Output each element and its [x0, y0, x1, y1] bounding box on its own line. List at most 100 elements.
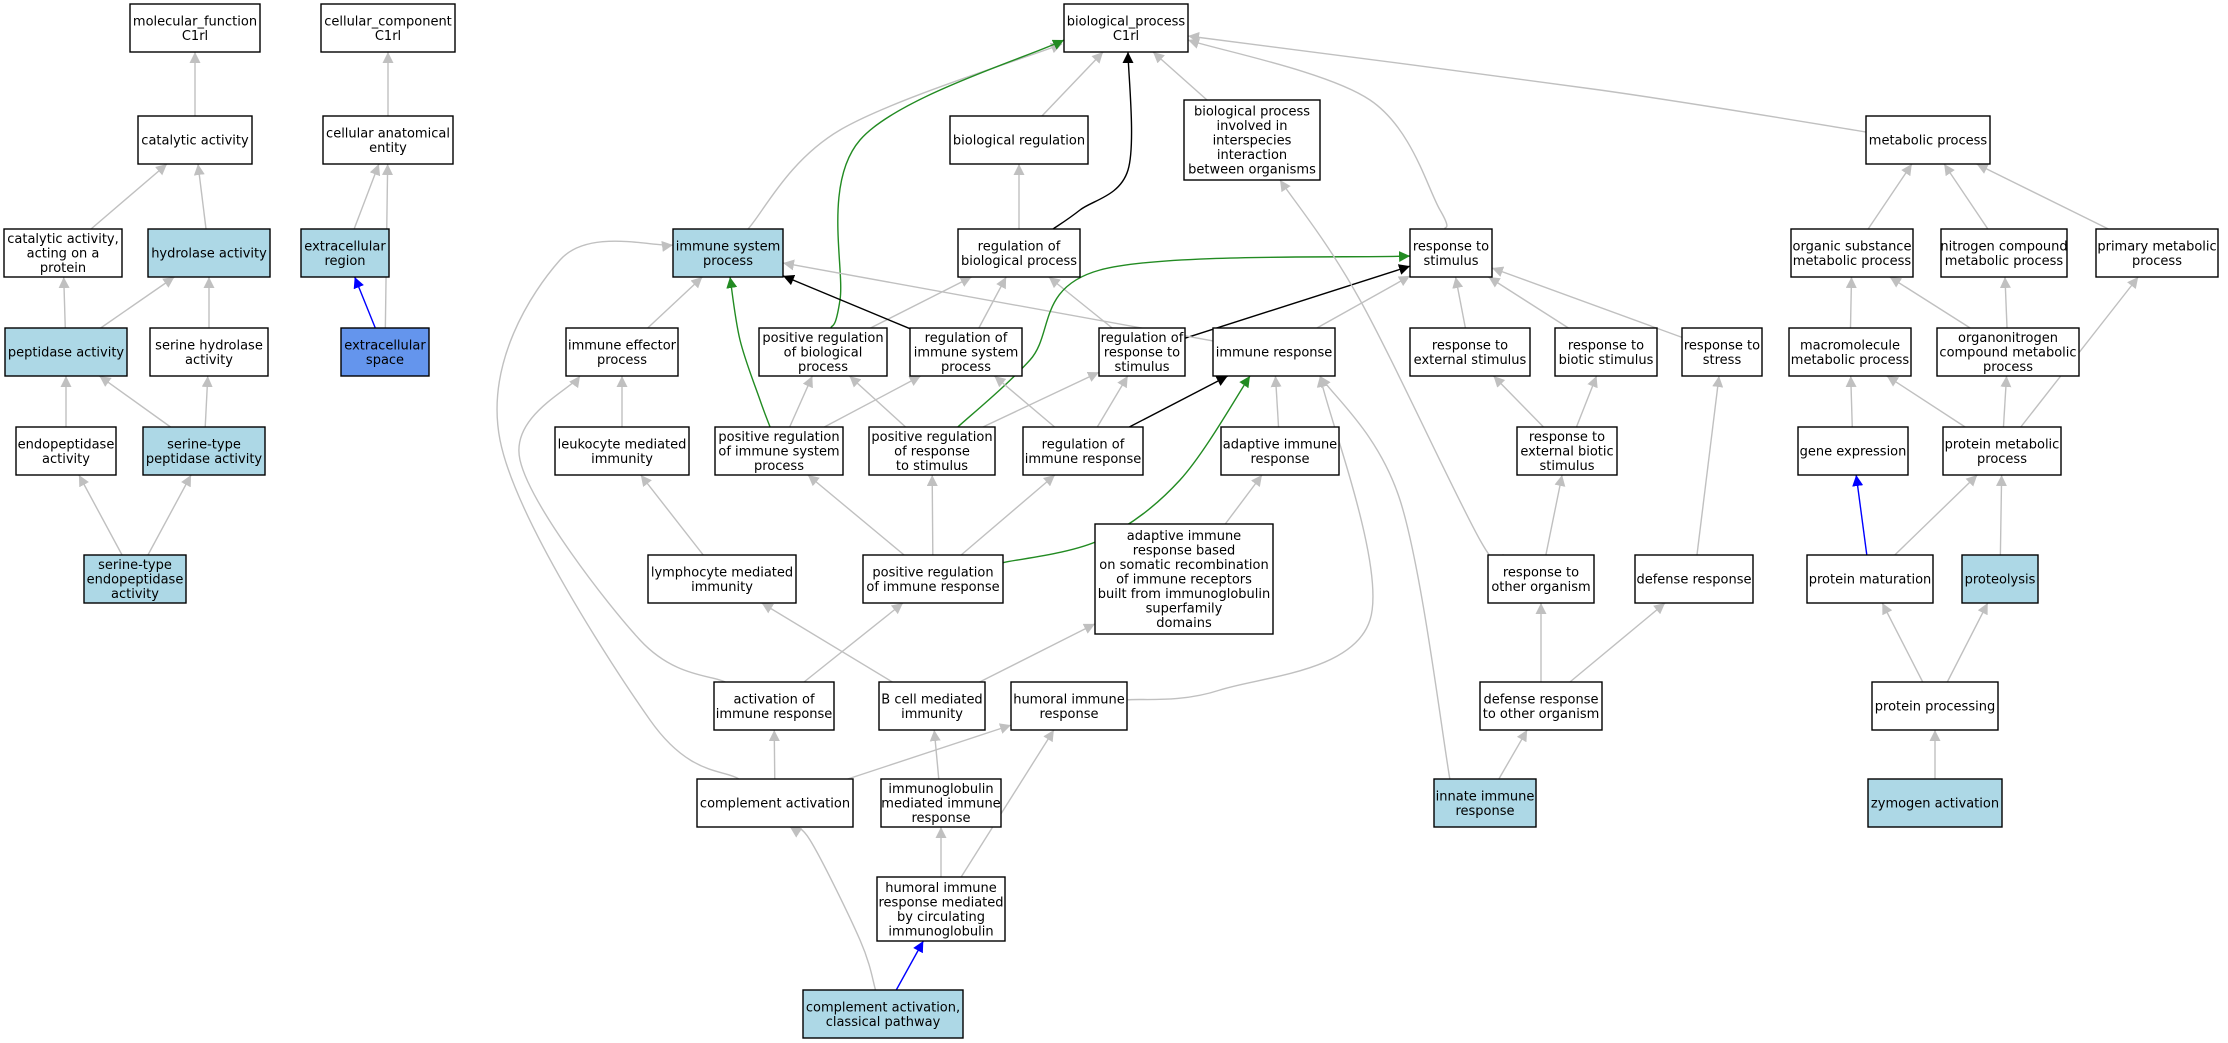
node-peptidase-activity[interactable]: peptidase activity [4, 327, 128, 377]
node-label-line: innate immune [1436, 789, 1535, 804]
edge-organic-substance-metabolic-process-to-metabolic-process [1867, 163, 1913, 230]
node-defense-response[interactable]: defense response [1634, 554, 1754, 604]
node-proteolysis[interactable]: proteolysis [1961, 554, 2039, 604]
node-immune-response[interactable]: immune response [1212, 327, 1336, 377]
node-box [1681, 327, 1763, 377]
node-box [2095, 228, 2219, 278]
edge-protein-metabolic-process-to-organonitrogen-compound-metabolic-process [2000, 375, 2012, 428]
node-label-line: process [798, 360, 848, 375]
node-label-line: response to [1413, 239, 1489, 254]
node-protein-processing[interactable]: protein processing [1871, 681, 1999, 731]
node-label-line: to other organism [1483, 707, 1600, 722]
node-biological-regulation[interactable]: biological regulation [949, 115, 1089, 165]
node-box [1797, 426, 1909, 476]
node-label-line: immunity [901, 707, 963, 722]
node-box [1212, 327, 1336, 377]
edge-organonitrogen-compound-metabolic-process-to-organic-substance-metabolic-process [1889, 276, 1971, 329]
node-label-line: process [597, 353, 647, 368]
node-box [1063, 3, 1189, 53]
node-label-line: on somatic recombination [1099, 558, 1268, 573]
node-complement-activation[interactable]: complement activation [696, 778, 854, 828]
node-label-line: domains [1156, 616, 1212, 631]
node-box [1806, 554, 1934, 604]
node-label-line: serine hydrolase [155, 338, 263, 353]
node-hydrolase-activity[interactable]: hydrolase activity [147, 228, 271, 278]
node-label-line: zymogen activation [1871, 797, 1999, 812]
node-label-line: metabolic process [1793, 254, 1912, 269]
node-metabolic-process[interactable]: metabolic process [1865, 115, 1991, 165]
node-label-line: positive regulation [871, 430, 992, 445]
node-complement-activation-classical[interactable]: complement activation,classical pathway [802, 989, 964, 1039]
node-label-line: protein [40, 261, 86, 276]
node-label-line: superfamily [1146, 602, 1223, 617]
node-zymogen-activation[interactable]: zymogen activation [1867, 778, 2003, 828]
node-label-line: peptidase activity [146, 452, 263, 467]
node-box [149, 327, 269, 377]
node-gene-expression[interactable]: gene expression [1797, 426, 1909, 476]
edge-activation-of-immune-response-to-positive-regulation-of-immune-response [803, 602, 904, 683]
edge-regulation-of-response-to-stimulus-to-regulation-of-biological-process [1048, 276, 1113, 329]
node-label-line: molecular_function [133, 14, 257, 29]
node-label-line: humoral immune [885, 881, 997, 896]
node-catalytic-activity[interactable]: catalytic activity [137, 115, 253, 165]
edge-gene-expression-to-macromolecule-metabolic-process [1845, 375, 1857, 428]
edge-complement-activation-to-humoral-immune-response [847, 723, 1012, 780]
node-label-line: protein maturation [1809, 573, 1932, 588]
edge-innate-immune-response-to-defense-response-to-other-organism [1498, 729, 1528, 780]
edge-serine-type-peptidase-activity-to-peptidase-activity [99, 375, 171, 428]
node-label-line: process [1977, 452, 2027, 467]
node-label-line: interspecies [1213, 134, 1292, 149]
node-label-line: of immune response [866, 580, 999, 595]
edge-protein-processing-to-protein-maturation [1881, 602, 1924, 683]
node-box [1942, 426, 2062, 476]
node-protein-maturation[interactable]: protein maturation [1806, 554, 1934, 604]
edge-bp-interspecies-to-biological-process [1152, 51, 1208, 101]
node-label-line: defense response [1483, 692, 1598, 707]
